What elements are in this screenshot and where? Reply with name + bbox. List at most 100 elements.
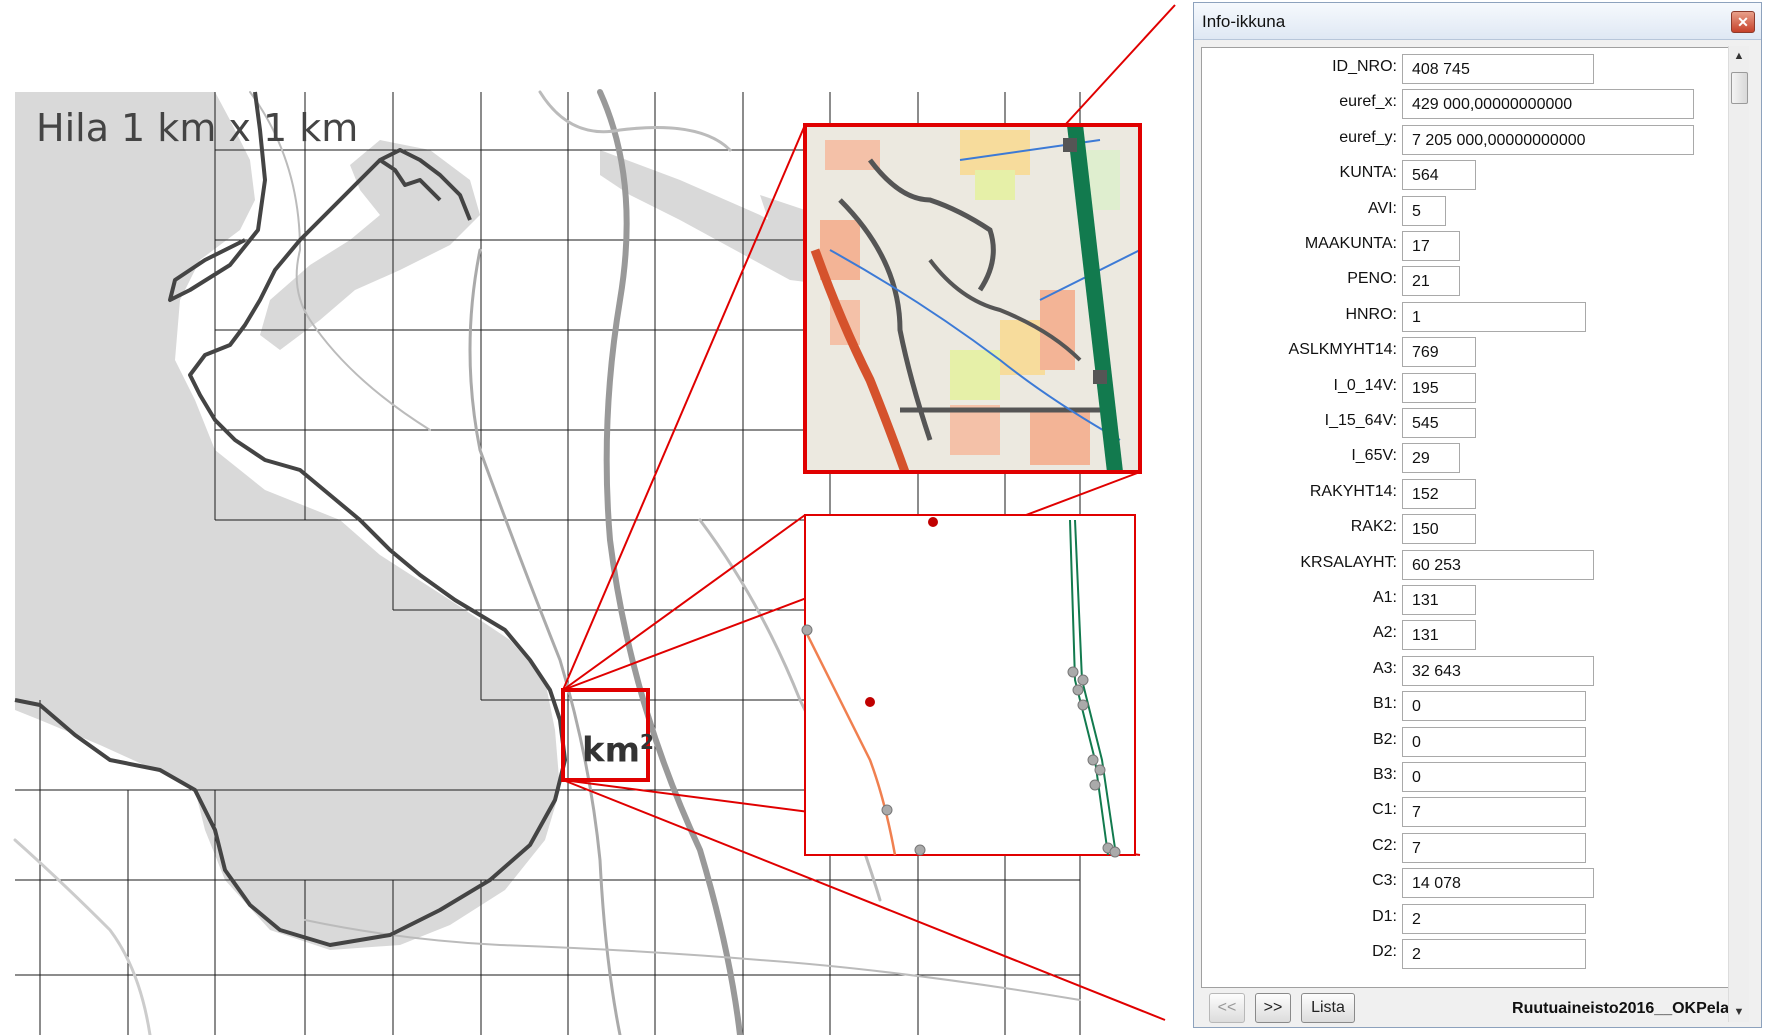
km-unit: km <box>582 730 641 771</box>
attribute-row: B3: 0 <box>1202 762 1734 792</box>
attribute-value-field[interactable]: 150 <box>1402 514 1476 545</box>
previous-record-button[interactable]: << <box>1209 993 1245 1023</box>
attribute-value-field[interactable]: 2 <box>1402 939 1586 969</box>
attribute-value-field[interactable]: 14 078 <box>1402 868 1594 899</box>
attribute-value-field[interactable]: 2 <box>1402 903 1586 934</box>
attribute-label: AVI: <box>1367 199 1397 217</box>
info-window[interactable]: Info-ikkuna ✕ ID_NRO: 408 745 euref_x: 429 … <box>1193 2 1762 1028</box>
attribute-row: A1: 131 <box>1202 585 1734 615</box>
attribute-label: ID_NRO: <box>1332 58 1397 75</box>
attribute-value-field[interactable]: 131 <box>1402 620 1476 651</box>
attribute-value-field[interactable]: 17 <box>1402 231 1460 261</box>
attribute-row: D2: 2 <box>1202 939 1734 969</box>
attribute-row: C2:7 <box>1202 832 1734 863</box>
lake-shape-right <box>600 150 830 285</box>
attribute-row: A2: 131 <box>1202 620 1734 651</box>
attribute-value-field[interactable]: 429 000,00000000000 <box>1402 89 1694 120</box>
map-roads <box>13 89 1081 1035</box>
detail-map-inset[interactable] <box>803 123 1142 474</box>
attribute-label: B2: <box>1372 730 1397 748</box>
attribute-value-field[interactable]: 32 643 <box>1402 655 1594 686</box>
km2-label: km2 <box>582 730 654 770</box>
km-superscript: 2 <box>640 730 654 754</box>
dataset-name: Ruutuaineisto2016__OKPela <box>1512 1000 1729 1017</box>
attribute-value-field[interactable]: 21 <box>1402 266 1460 297</box>
attribute-row: HNRO: 1 <box>1202 301 1734 332</box>
attribute-label: B3: <box>1372 766 1397 783</box>
attribute-value-field[interactable]: 60 253 <box>1402 549 1594 580</box>
attribute-value-field[interactable]: 131 <box>1402 585 1476 615</box>
attribute-value-field[interactable]: 7 205 000,00000000000 <box>1402 124 1694 155</box>
attribute-row: ID_NRO: 408 745 <box>1202 54 1734 84</box>
attribute-row: ASLKMYHT14: 769 <box>1202 337 1734 368</box>
attribute-value-field[interactable]: 152 <box>1402 478 1476 509</box>
attribute-row: I_0_14V: 195 <box>1202 372 1734 403</box>
list-button[interactable]: Lista <box>1301 993 1355 1023</box>
attribute-label: C3: <box>1372 872 1397 890</box>
attribute-label: B1: <box>1372 695 1397 713</box>
attribute-list[interactable]: ID_NRO: 408 745 euref_x: 429 000,0000000000… <box>1201 47 1735 988</box>
attribute-label: RAK2: <box>1350 518 1397 536</box>
scroll-down-icon[interactable]: ▼ <box>1733 1006 1745 1018</box>
attribute-value-field[interactable]: 545 <box>1402 408 1476 438</box>
attribute-label: A1: <box>1372 589 1397 606</box>
attribute-label: euref_y: <box>1339 128 1397 146</box>
info-window-footer: << >> Lista Ruutuaineisto2016__OKPela <box>1201 991 1733 1025</box>
attribute-row: C3: 14 078 <box>1202 868 1734 899</box>
attribute-row: RAKYHT14: 152 <box>1202 478 1734 509</box>
attribute-label: I_15_64V: <box>1324 412 1397 429</box>
attribute-row: RAK2: 150 <box>1202 514 1734 545</box>
lake-shape-upper <box>260 140 480 350</box>
attribute-label: ASLKMYHT14: <box>1288 341 1397 359</box>
municipal-boundary <box>14 91 567 947</box>
lake-shape <box>15 92 560 950</box>
attribute-label: RAKYHT14: <box>1309 482 1397 500</box>
attribute-value-field[interactable]: 29 <box>1402 443 1460 474</box>
close-icon[interactable]: ✕ <box>1731 11 1755 33</box>
attribute-label: A3: <box>1372 659 1397 677</box>
attribute-row: euref_x: 429 000,00000000000 <box>1202 89 1734 120</box>
next-record-button[interactable]: >> <box>1255 993 1291 1023</box>
attribute-row: MAAKUNTA: 17 <box>1202 231 1734 261</box>
selected-km2-cell[interactable] <box>561 688 650 782</box>
attribute-label: D1: <box>1372 907 1397 925</box>
scrollbar-thumb[interactable] <box>1731 72 1748 104</box>
attribute-row: I_15_64V: 545 <box>1202 408 1734 438</box>
attribute-row: euref_y: 7 205 000,00000000000 <box>1202 124 1734 155</box>
attribute-row: KRSALAYHT: 60 253 <box>1202 549 1734 580</box>
attribute-value-field[interactable]: 5 <box>1402 195 1446 226</box>
attribute-label: A2: <box>1372 624 1397 642</box>
info-window-title: Info-ikkuna <box>1202 12 1286 31</box>
attribute-label: PENO: <box>1347 270 1397 288</box>
attribute-value-field[interactable]: 195 <box>1402 372 1476 403</box>
info-window-titlebar[interactable]: Info-ikkuna ✕ <box>1194 3 1761 40</box>
attribute-row: A3: 32 643 <box>1202 655 1734 686</box>
attribute-value-field[interactable]: 7 <box>1402 832 1586 863</box>
attribute-value-field[interactable]: 0 <box>1402 762 1586 792</box>
attribute-label: HNRO: <box>1345 305 1397 323</box>
attribute-list-scrollbar[interactable]: ▲ ▼ <box>1728 46 1749 1022</box>
attribute-label: MAAKUNTA: <box>1304 235 1397 252</box>
attribute-row: KUNTA:564 <box>1202 160 1734 191</box>
attribute-row: B2: 0 <box>1202 726 1734 757</box>
attribute-label: I_65V: <box>1351 447 1397 465</box>
attribute-value-field[interactable]: 0 <box>1402 726 1586 757</box>
attribute-row: PENO: 21 <box>1202 266 1734 297</box>
attribute-label: C1: <box>1372 801 1397 819</box>
vector-map-inset[interactable] <box>801 514 1136 858</box>
attribute-row: B1: 0 <box>1202 691 1734 722</box>
attribute-value-field[interactable]: 564 <box>1402 160 1476 191</box>
attribute-row: I_65V: 29 <box>1202 443 1734 474</box>
attribute-label: euref_x: <box>1339 93 1397 111</box>
scroll-up-icon[interactable]: ▲ <box>1733 50 1745 62</box>
attribute-row: AVI: 5 <box>1202 195 1734 226</box>
attribute-value-field[interactable]: 0 <box>1402 691 1586 722</box>
attribute-value-field[interactable]: 408 745 <box>1402 54 1594 84</box>
attribute-value-field[interactable]: 769 <box>1402 337 1476 368</box>
attribute-label: I_0_14V: <box>1333 376 1397 394</box>
attribute-label: KRSALAYHT: <box>1300 553 1397 571</box>
attribute-value-field[interactable]: 1 <box>1402 301 1586 332</box>
attribute-label: D2: <box>1372 943 1397 960</box>
attribute-value-field[interactable]: 7 <box>1402 797 1586 828</box>
